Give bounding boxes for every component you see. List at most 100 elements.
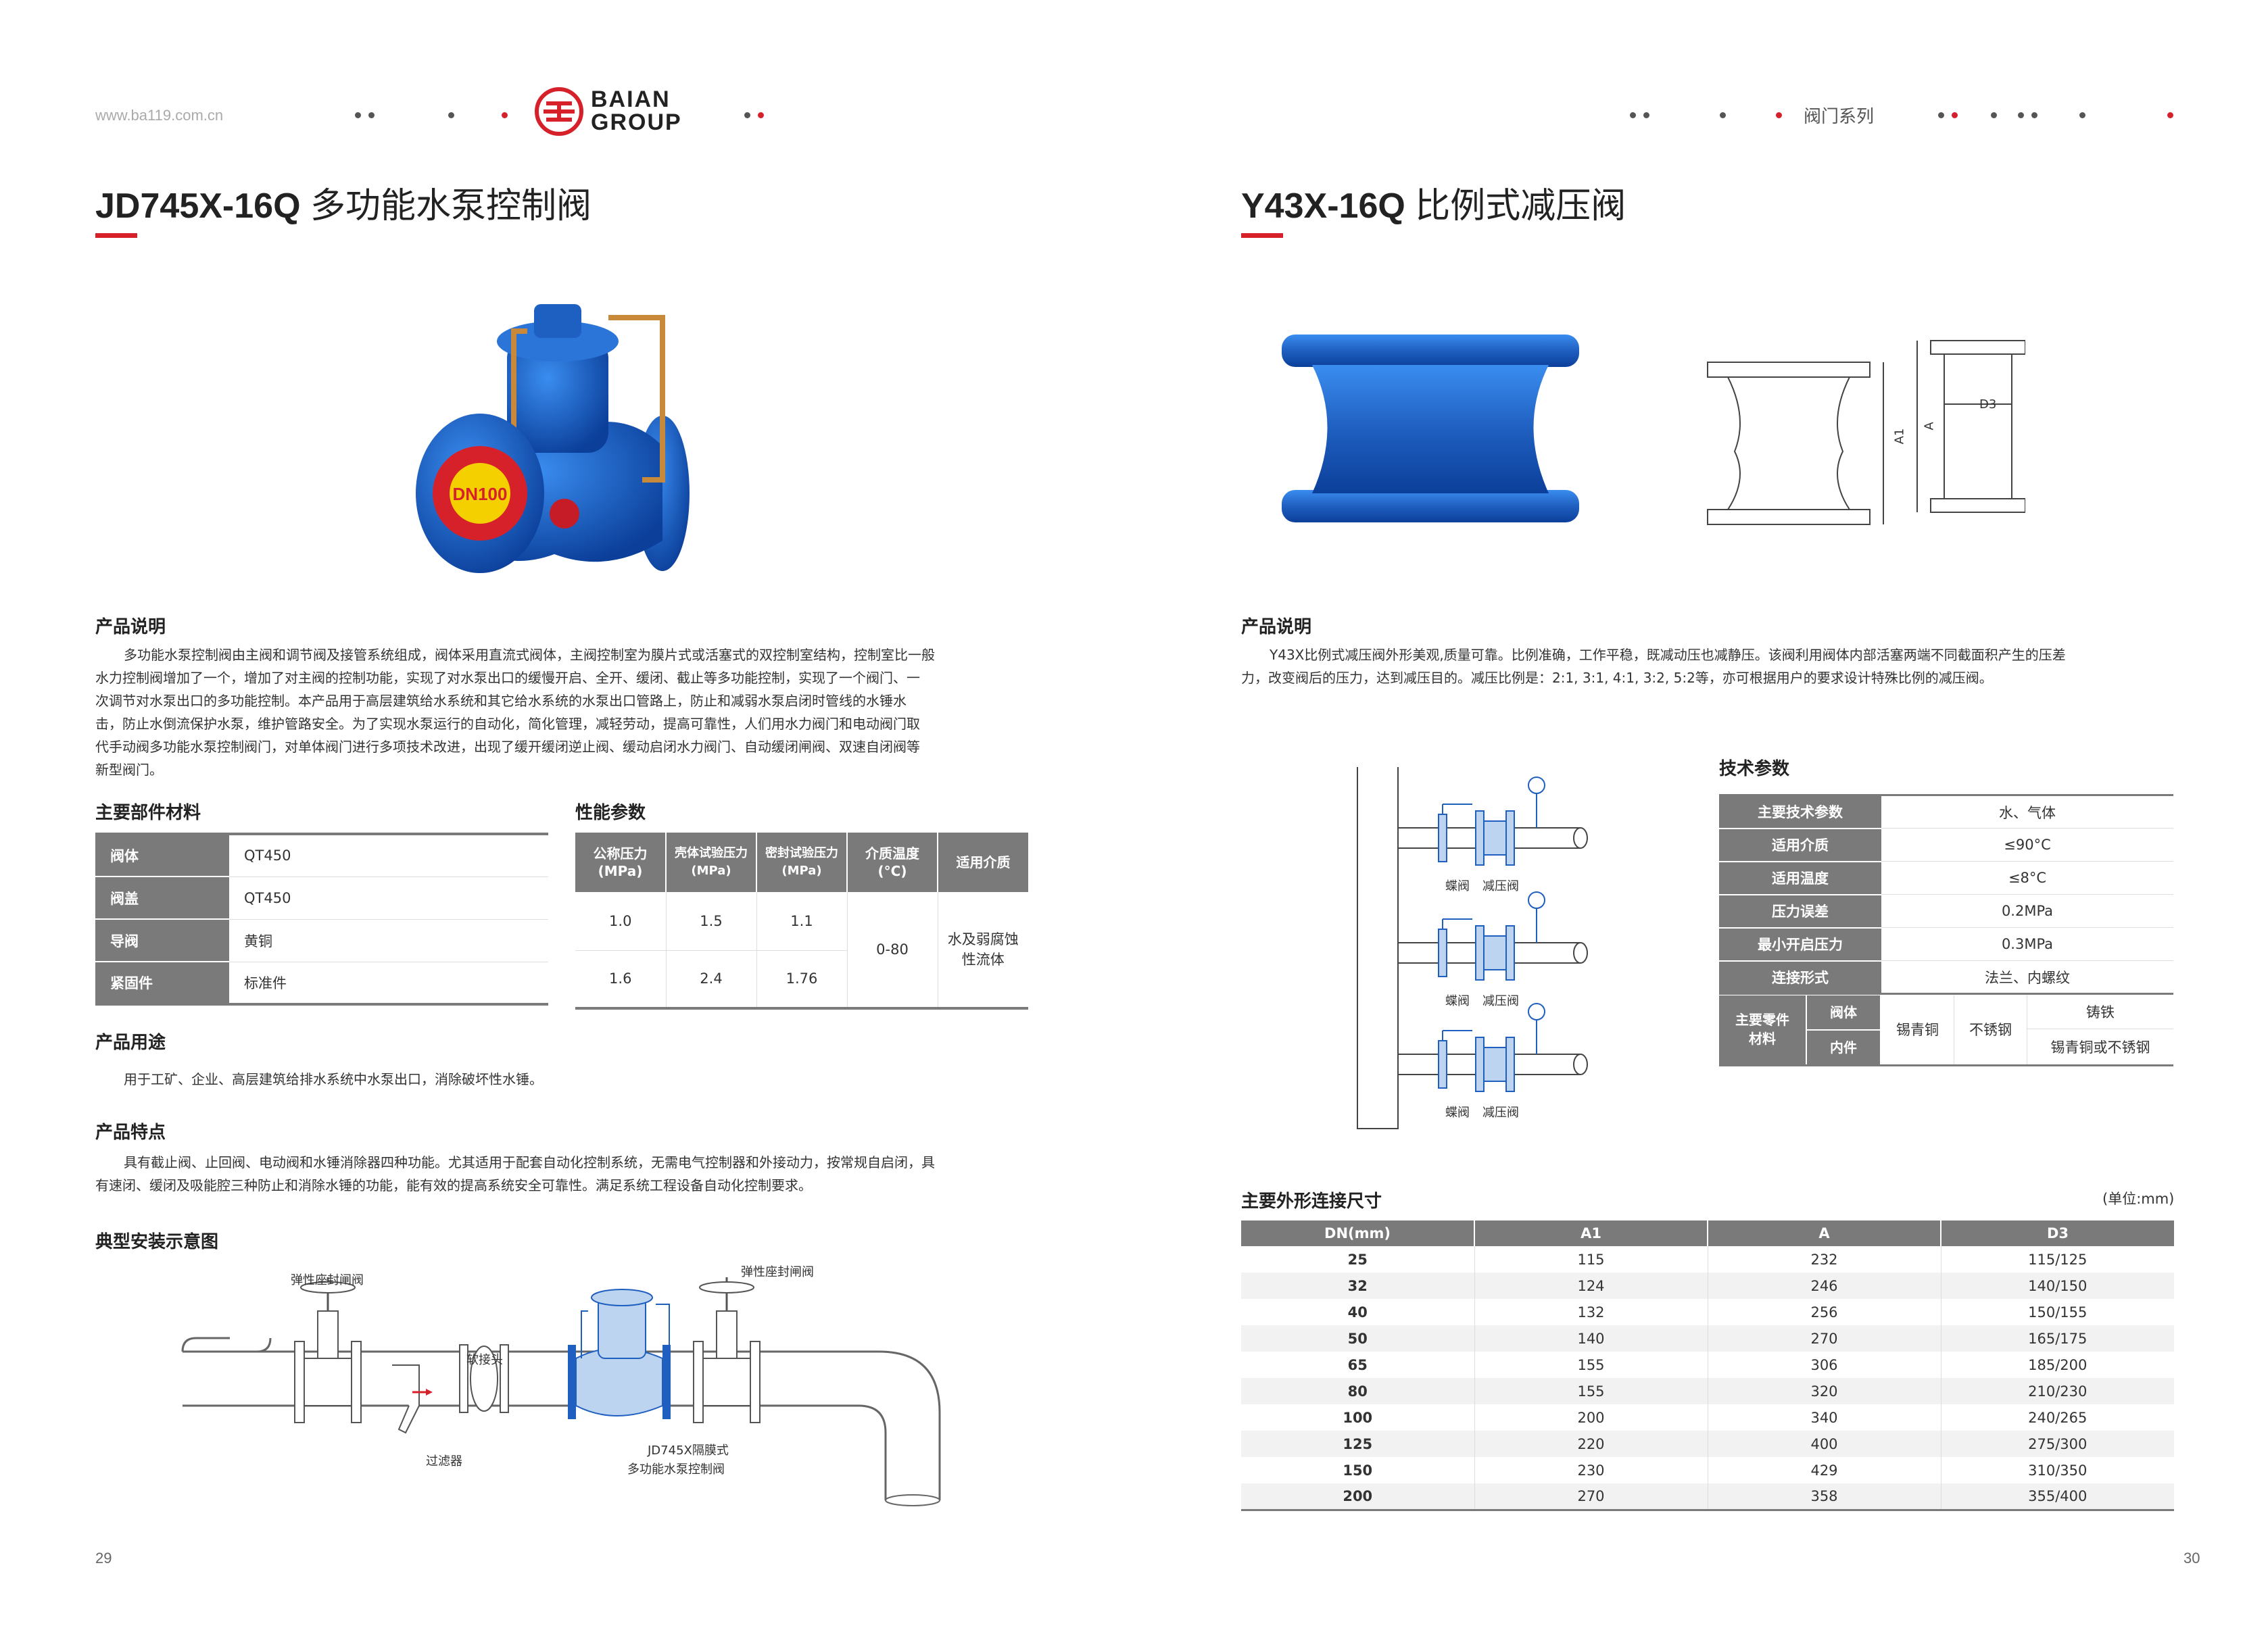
dim-cell: 140 <box>1474 1325 1708 1352</box>
dim-cell: 320 <box>1708 1378 1941 1404</box>
material-value: 黄铜 <box>229 919 548 962</box>
install-heading: 典型安装示意图 <box>95 1232 219 1252</box>
dim-cell: 155 <box>1474 1352 1708 1378</box>
filter-label: 过滤器 <box>426 1454 462 1469</box>
dn-cell: 150 <box>1241 1457 1475 1483</box>
dim-cell: 270 <box>1474 1483 1708 1510</box>
dim-cell: 232 <box>1708 1246 1941 1273</box>
title-model: Y43X-16Q <box>1241 187 1405 226</box>
dim-d3-label: D3 <box>1979 397 1997 412</box>
tech-value: 水、气体 <box>1881 795 2173 829</box>
soft-joint-label: 软接头 <box>466 1353 503 1367</box>
page-number: 29 <box>95 1550 112 1567</box>
logo-emblem-icon <box>535 87 583 136</box>
deco-dot <box>502 112 508 118</box>
perf-medium-cell: 水及弱腐蚀 性流体 <box>938 892 1028 1009</box>
parts-cell: 锡青铜 <box>1881 995 1954 1064</box>
material-value: QT450 <box>229 834 548 877</box>
table-row: 1.0 1.5 1.1 0-80 水及弱腐蚀 性流体 <box>575 892 1028 1009</box>
perf-cell: 1.1 <box>756 892 848 951</box>
dim-cell: 306 <box>1708 1352 1941 1378</box>
tech-value: 0.3MPa <box>1881 927 2173 961</box>
perf-cell: 1.5 <box>666 892 757 951</box>
page-number: 30 <box>2183 1550 2200 1567</box>
features-heading: 产品特点 <box>95 1123 166 1143</box>
tech-key: 适用介质 <box>1719 828 1881 862</box>
desc-line: Y43X比例式减压阀外形美观,质量可靠。比例准确，工作平稳，既减动压也减静压。该… <box>1270 647 2066 663</box>
desc-heading: 产品说明 <box>1241 617 1312 637</box>
deco-dot <box>1991 112 1997 118</box>
site-url[interactable]: www.ba119.com.cn <box>95 107 224 124</box>
table-header-row: DN(mm) A1 A D3 <box>1241 1220 2174 1246</box>
pressure-reducing-valve-image <box>1282 335 1579 522</box>
parts-inner-label: 内件 <box>1807 1031 1880 1064</box>
perf-temp-cell: 0-80 <box>847 892 938 1009</box>
control-valve-label: 多功能水泵控制阀 <box>627 1462 725 1477</box>
desc-heading: 产品说明 <box>95 617 166 637</box>
material-part: 导阀 <box>95 919 229 962</box>
perf-cell: 1.76 <box>756 950 848 1008</box>
tech-value: 法兰、内螺纹 <box>1881 960 2173 994</box>
dim-cell: 400 <box>1708 1431 1941 1457</box>
deco-dot <box>1630 112 1636 118</box>
table-row: 紧固件标准件 <box>95 962 548 1005</box>
right-page: 阀门系列 Y43X-16Q 比例式减压阀 <box>1134 0 2268 1628</box>
dim-cell: 210/230 <box>1941 1378 2174 1404</box>
section-name[interactable]: 阀门系列 <box>1804 107 1875 127</box>
dim-cell: 220 <box>1474 1431 1708 1457</box>
tech-key: 最小开启压力 <box>1719 927 1881 962</box>
dn-cell: 65 <box>1241 1352 1475 1378</box>
dim-cell: 355/400 <box>1941 1483 2174 1510</box>
dim-header: D3 <box>1941 1220 2174 1246</box>
deco-dot <box>448 112 454 118</box>
parts-body-label: 阀体 <box>1807 995 1880 1029</box>
perf-heading: 性能参数 <box>575 803 646 823</box>
dim-cell: 310/350 <box>1941 1457 2174 1483</box>
tech-key: 适用温度 <box>1719 861 1881 895</box>
table-row: 连接形式法兰、内螺纹 <box>1719 960 2173 995</box>
desc-line: 代手动阀多功能水泵控制阀门，对单体阀门进行多项技术改进，出现了缓开缓闭逆止阀、缓… <box>95 739 920 755</box>
dim-cell: 140/150 <box>1941 1273 2174 1299</box>
dn-label: DN100 <box>453 484 508 504</box>
page-title: JD745X-16Q 多功能水泵控制阀 <box>95 177 592 228</box>
dim-cell: 246 <box>1708 1273 1941 1299</box>
performance-table: 公称压力 (MPa) 壳体试验压力 (MPa) 密封试验压力 (MPa) 介质温… <box>575 833 1028 1010</box>
perf-header: 密封试验压力 (MPa) <box>756 833 848 892</box>
tech-heading: 技术参数 <box>1719 759 1790 779</box>
deco-dot <box>1720 112 1726 118</box>
dim-header: A1 <box>1474 1220 1708 1246</box>
pump-control-valve-image: DN100 <box>416 304 690 573</box>
title-model: JD745X-16Q <box>95 187 301 226</box>
dim-cell: 150/155 <box>1941 1299 2174 1325</box>
dim-cell: 270 <box>1708 1325 1941 1352</box>
deco-dot <box>368 112 375 118</box>
left-page: www.ba119.com.cn BAIAN GROUP JD745X-16Q … <box>95 87 1028 1567</box>
desc-line: 力，改变阀后的压力，达到减压目的。减压比例是：2:1, 3:1, 4:1, 3:… <box>1241 670 1993 686</box>
parts-cell: 不锈钢 <box>1954 995 2027 1064</box>
material-value: 标准件 <box>229 962 548 1005</box>
dn-cell: 25 <box>1241 1246 1475 1273</box>
tech-key: 压力误差 <box>1719 894 1881 929</box>
dim-cell: 256 <box>1708 1299 1941 1325</box>
deco-dot <box>1952 112 1958 118</box>
table-row: 适用温度≤8°C <box>1719 861 2173 895</box>
installation-diagram <box>181 1277 941 1506</box>
usage-text: 用于工矿、企业、高层建筑给排水系统中水泵出口，消除破坏性水锤。 <box>124 1071 543 1087</box>
table-header-row: 公称压力 (MPa) 壳体试验压力 (MPa) 密封试验压力 (MPa) 介质温… <box>575 833 1028 892</box>
title-underline <box>1241 233 1283 238</box>
dn-cell: 100 <box>1241 1404 1475 1431</box>
dn-cell: 125 <box>1241 1431 1475 1457</box>
title-underline <box>95 233 137 238</box>
perf-cell: 2.4 <box>666 950 757 1008</box>
dim-cell: 429 <box>1708 1457 1941 1483</box>
desc-line: 水力控制阀增加了一个，增加了对主阀的控制功能，实现了对水泵出口的缓慢开启、全开、… <box>95 670 920 686</box>
